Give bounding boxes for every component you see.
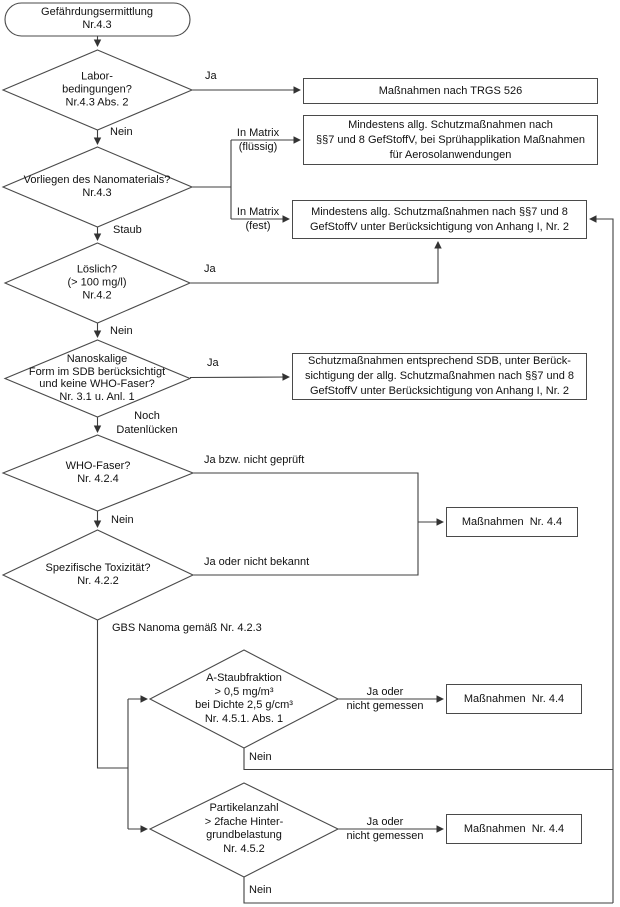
action-schutz-fluessig: Mindestens allg. Schutzmaßnahmen nach §§… [303, 115, 598, 165]
decision-partikelanzahl-label: Partikelanzahl > 2fache Hinter- grundbel… [204, 802, 284, 855]
decision-loeslich-shape [3, 242, 192, 324]
edge-label-ja-nanoskalig: Ja [207, 357, 219, 369]
edge-label-gbs-nanoma: GBS Nanoma gemäß Nr. 4.2.3 [112, 622, 262, 634]
decision-vorliegen-shape [1, 146, 194, 228]
action-massnahmen-44-2: Maßnahmen Nr. 4.4 [446, 684, 582, 714]
edge-label-nein-whofaser: Nein [111, 514, 134, 526]
edge-partikelanzahl-nein [243, 877, 613, 904]
edge-who-tox-bracket [193, 472, 419, 576]
decision-labor-shape [1, 49, 194, 131]
action-massnahmen-44-1: Maßnahmen Nr. 4.4 [446, 507, 578, 537]
start-node-shape [4, 2, 191, 37]
decision-toxizitaet-shape [1, 529, 195, 621]
edge-label-datenluecken: Noch Datenlücken [116, 410, 178, 436]
edge-gbs-down [96, 620, 128, 769]
connectors [93, 36, 614, 904]
edge-label-ja-staubfraktion: Ja oder nicht gemessen [346, 686, 424, 712]
edge-nanoskalig-ja [189, 373, 290, 381]
action-schutz-sdb: Schutzmaßnahmen entsprechend SDB, unter … [292, 353, 587, 400]
decision-nanoskalig-label: Nanoskalige Form im SDB berücksichtigt u… [28, 353, 166, 403]
decision-staubfraktion-shape [148, 649, 340, 749]
edge-staubfraktion-nein [243, 748, 613, 771]
edge-label-ja-partikelanzahl: Ja oder nicht gemessen [346, 816, 424, 842]
edge-label-ja-loeslich: Ja [204, 263, 216, 275]
edge-label-nein-loeslich: Nein [110, 325, 133, 337]
edge-label-staub: Staub [113, 224, 142, 236]
edge-loeslich-ja [190, 241, 442, 284]
edge-feedback-loop [589, 215, 614, 903]
decision-whofaser-label: WHO-Faser? Nr. 4.2.4 [65, 460, 131, 485]
edge-label-ja-whofaser: Ja bzw. nicht geprüft [204, 454, 305, 466]
edge-label-nein-labor: Nein [110, 126, 133, 138]
edge-label-ja-toxizitaet: Ja oder nicht bekannt [204, 556, 310, 568]
decision-labor-label: Labor- bedingungen? Nr.4.3 Abs. 2 [62, 70, 132, 109]
decision-partikelanzahl-shape [148, 782, 340, 878]
edge-label-ja-labor: Ja [205, 70, 217, 82]
decision-staubfraktion-label: A-Staubfraktion > 0,5 mg/m³ bei Dichte 2… [195, 672, 293, 725]
edge-label-matrix-fluessig: In Matrix (flüssig) [236, 127, 280, 153]
action-trgs526: Maßnahmen nach TRGS 526 [303, 78, 598, 104]
decision-nanoskalig-shape [3, 339, 192, 418]
decision-whofaser-shape [1, 434, 195, 512]
decision-vorliegen-label: Vorliegen des Nanomaterials? Nr.4.3 [23, 174, 171, 199]
action-massnahmen-44-3: Maßnahmen Nr. 4.4 [446, 814, 582, 844]
edge-label-nein-partikelanzahl: Nein [249, 884, 272, 896]
edge-label-matrix-fest: In Matrix (fest) [236, 206, 280, 232]
decision-toxizitaet-label: Spezifische Toxizität? Nr. 4.2.2 [45, 562, 151, 587]
action-schutz-fest: Mindestens allg. Schutzmaßnahmen nach §§… [292, 200, 587, 239]
decision-loeslich-label: Löslich? (> 100 mg/l) Nr.4.2 [67, 263, 127, 302]
start-node-label: Gefährdungsermittlung Nr.4.3 [41, 6, 153, 31]
edge-label-nein-staubfraktion: Nein [249, 751, 272, 763]
